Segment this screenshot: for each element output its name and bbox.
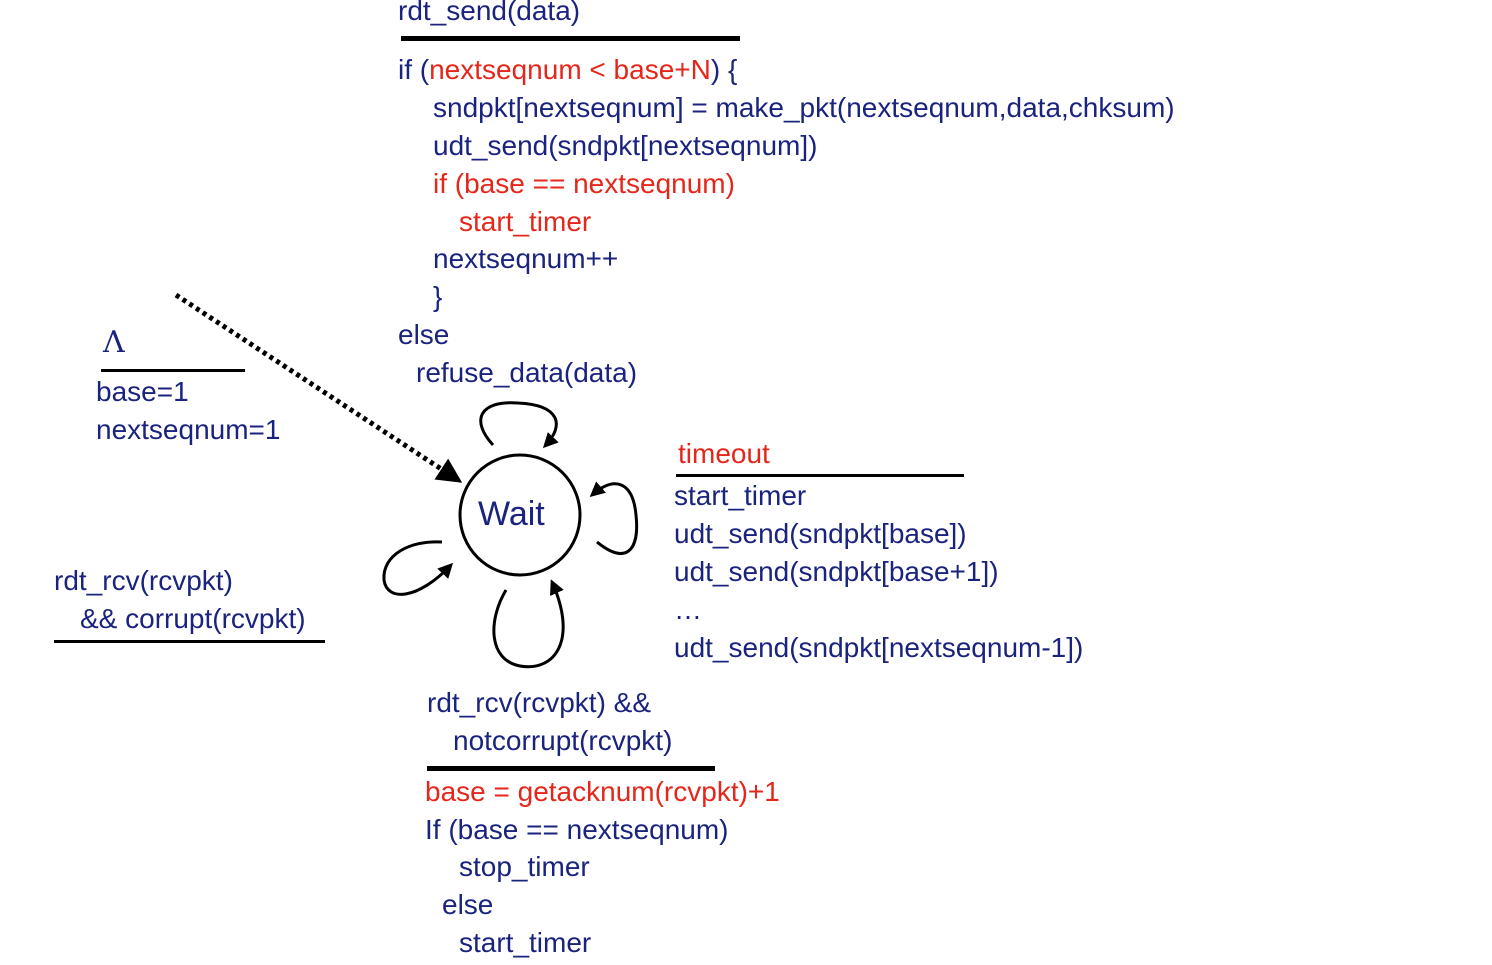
ack-event-line: rdt_rcv(rcvpkt) && <box>427 687 652 718</box>
send-else-keyword: else <box>398 319 450 350</box>
send-increment: nextseqnum++ <box>433 243 619 274</box>
ack-else-keyword: else <box>442 889 494 920</box>
timeout-action: udt_send(sndpkt[nextseqnum-1]) <box>674 632 1084 663</box>
init-event-rule <box>101 369 245 372</box>
state-label: Wait <box>478 495 545 533</box>
init-event-lambda: Λ <box>103 325 125 360</box>
send-if-keyword: if ( <box>398 54 430 85</box>
send-body-line: udt_send(sndpkt[nextseqnum]) <box>433 130 818 161</box>
timeout-action: udt_send(sndpkt[base+1]) <box>674 556 999 587</box>
timeout-self-loop-arrow <box>589 481 639 555</box>
init-action: base=1 <box>96 376 189 407</box>
timeout-action: … <box>674 594 702 625</box>
ack-self-loop-arrow <box>492 579 565 669</box>
timeout-action: udt_send(sndpkt[base]) <box>674 518 967 549</box>
ack-event-rule <box>427 766 715 771</box>
timeout-action: start_timer <box>674 480 807 511</box>
send-body-line: sndpkt[nextseqnum] = make_pkt(nextseqnum… <box>433 92 1175 123</box>
timeout-event-rule <box>676 474 964 477</box>
corrupt-event-line: rdt_rcv(rcvpkt) <box>54 565 233 596</box>
state-wait-circle <box>458 453 582 577</box>
ack-update: base = getacknum(rcvpkt)+1 <box>425 776 780 807</box>
send-close-brace: } <box>433 281 443 312</box>
send-inner-if: if (base == nextseqnum) <box>433 168 735 199</box>
send-if-line: if (nextseqnum < base+N) { <box>398 51 737 89</box>
timeout-event: timeout <box>678 438 770 469</box>
send-else-action: refuse_data(data) <box>416 357 638 388</box>
ack-event-line: notcorrupt(rcvpkt) <box>453 725 673 756</box>
send-condition: nextseqnum < base+N <box>429 54 711 85</box>
corrupt-event-line: && corrupt(rcvpkt) <box>80 603 306 634</box>
send-if-tail: ) { <box>710 54 738 85</box>
send-self-loop-arrow <box>479 401 559 449</box>
corrupt-event-rule <box>54 640 325 643</box>
corrupt-self-loop-arrow <box>382 540 454 596</box>
send-event-rule <box>401 36 740 41</box>
ack-else-action: start_timer <box>459 927 592 958</box>
initial-transition-arrow <box>174 292 463 483</box>
send-event: rdt_send(data) <box>398 0 581 26</box>
send-inner-action: start_timer <box>459 206 592 237</box>
ack-then-action: stop_timer <box>459 851 590 882</box>
ack-if-line: If (base == nextseqnum) <box>425 814 729 845</box>
init-action: nextseqnum=1 <box>96 414 281 445</box>
